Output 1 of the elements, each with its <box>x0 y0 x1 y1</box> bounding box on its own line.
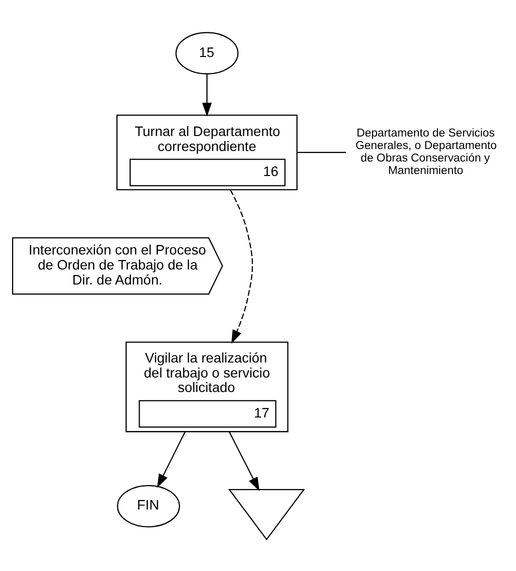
node-text: Departamento de Servicios Generales, o Departamento de Obras Conservación y Mantenimiento <box>355 126 497 177</box>
